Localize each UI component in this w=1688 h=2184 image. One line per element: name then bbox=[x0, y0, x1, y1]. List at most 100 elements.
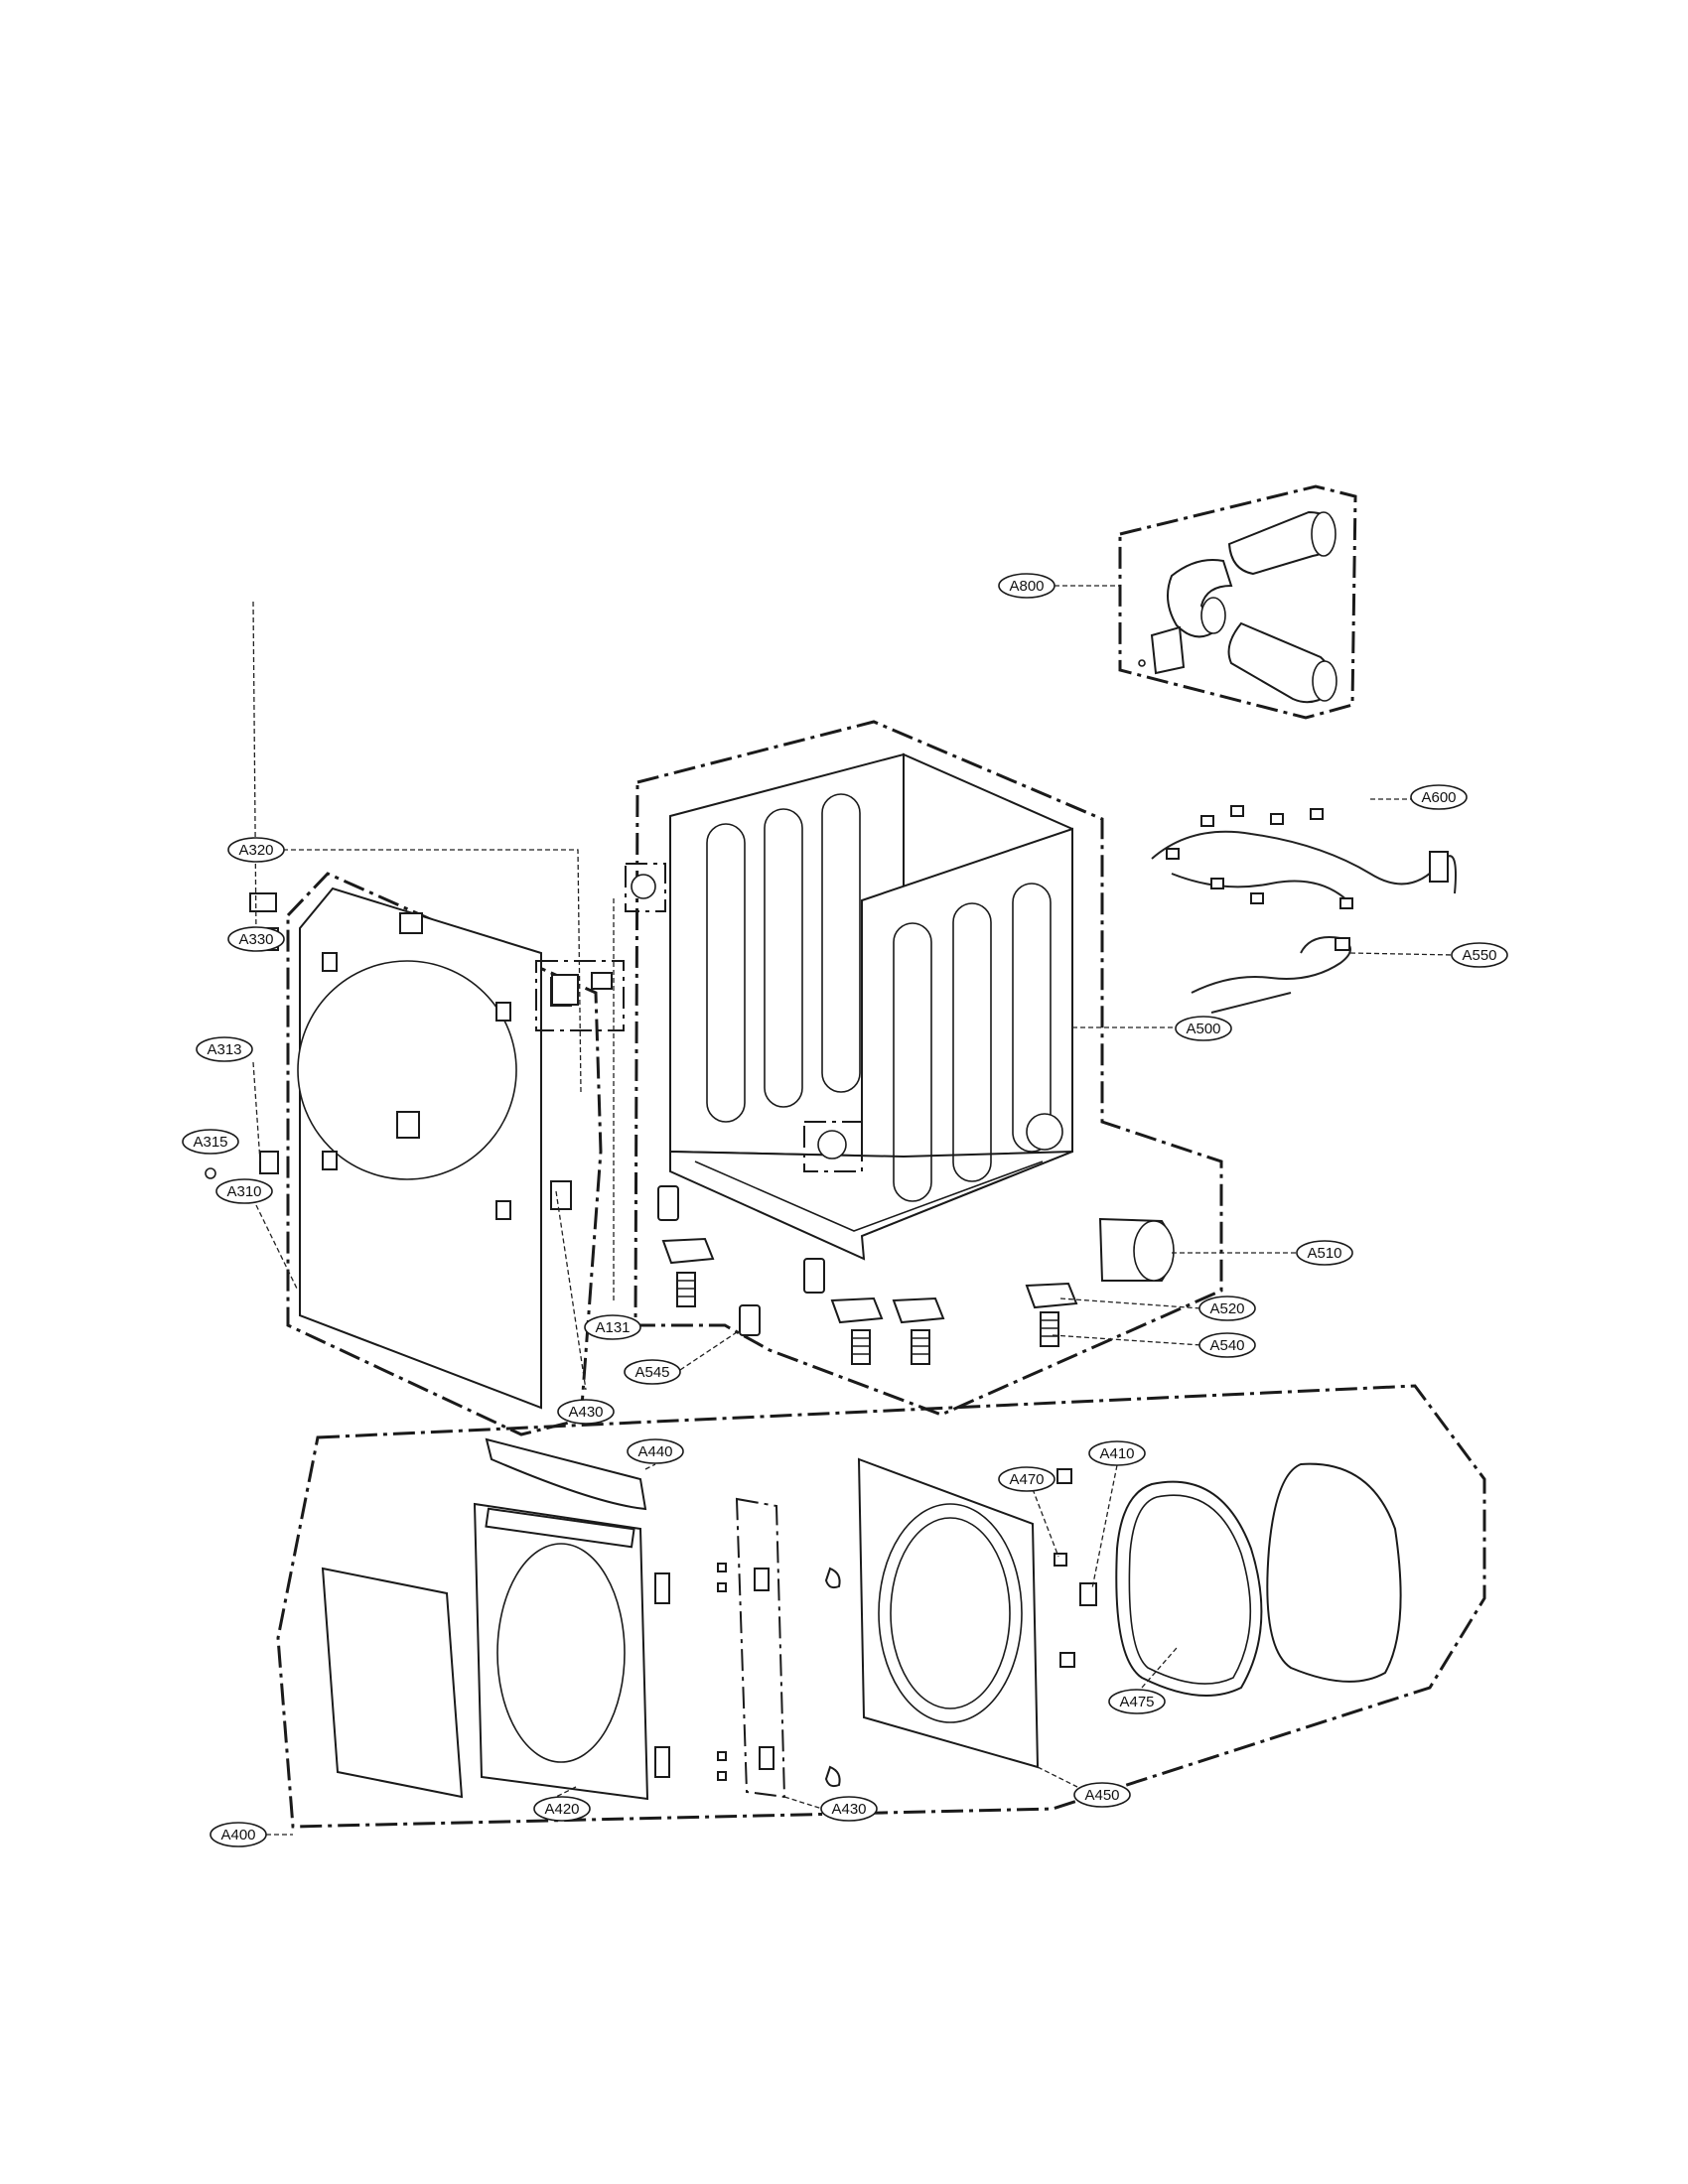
leader-a430-lower bbox=[783, 1796, 823, 1810]
harness-connectors bbox=[1166, 805, 1449, 909]
callout-a430-upper: A430 bbox=[557, 1399, 615, 1425]
door-handle-a440 bbox=[485, 1437, 647, 1511]
exhaust-duct-kit-group bbox=[1118, 484, 1357, 720]
bracket-screw bbox=[1138, 659, 1146, 667]
a430-lower-lower-clip bbox=[759, 1746, 774, 1770]
label-a600: A600 bbox=[1421, 789, 1456, 806]
door-gasket-inner bbox=[1128, 1494, 1252, 1685]
door-gasket-a475 bbox=[1115, 1480, 1263, 1697]
label-a315: A315 bbox=[193, 1134, 227, 1151]
callout-a470: A470 bbox=[998, 1466, 1055, 1492]
cabinet-ribs bbox=[706, 793, 1052, 1202]
label-a420: A420 bbox=[544, 1801, 579, 1818]
a131-part bbox=[631, 874, 656, 899]
leader-a440 bbox=[644, 1463, 656, 1470]
elbow-fitting bbox=[1167, 559, 1233, 638]
inner-door-clips bbox=[824, 1567, 841, 1788]
a470-clip-upper bbox=[1056, 1468, 1072, 1484]
leader-lines bbox=[252, 585, 1456, 1836]
callout-a550: A550 bbox=[1451, 942, 1508, 968]
inner-door-ring bbox=[878, 1503, 1023, 1723]
lower-duct-end bbox=[1312, 660, 1337, 702]
leader-a545 bbox=[679, 1329, 741, 1371]
main-wire-harness bbox=[1151, 830, 1457, 904]
front-panel-boundary bbox=[286, 872, 603, 1436]
leader-a550 bbox=[1349, 952, 1456, 956]
callout-a440: A440 bbox=[627, 1438, 684, 1464]
a470-clip bbox=[1054, 1553, 1067, 1567]
label-a475: A475 bbox=[1119, 1694, 1154, 1710]
front-panel-latch bbox=[396, 1111, 420, 1139]
leader-a420 bbox=[555, 1786, 577, 1798]
a315-screw bbox=[205, 1167, 216, 1179]
leader-a450 bbox=[1037, 1766, 1078, 1788]
leader-a320 bbox=[283, 849, 582, 1093]
callout-a131: A131 bbox=[584, 1314, 641, 1340]
leader-a520 bbox=[1059, 1297, 1202, 1309]
callout-a520: A520 bbox=[1198, 1296, 1256, 1321]
base-front-edge bbox=[694, 1160, 1044, 1232]
callout-a500: A500 bbox=[1175, 1016, 1232, 1041]
callout-labels: A800 A600 A550 A500 A510 A520 A540 A545 bbox=[182, 573, 1508, 1847]
a410-door-switch bbox=[1079, 1582, 1097, 1606]
door-hinge-pieces bbox=[654, 1563, 727, 1781]
door-group bbox=[276, 1384, 1486, 1829]
a800-boundary bbox=[1118, 484, 1357, 720]
duct-bracket bbox=[1150, 625, 1186, 675]
front-panel-top-bracket bbox=[399, 912, 423, 934]
callout-a313: A313 bbox=[196, 1036, 253, 1062]
leader-a470 bbox=[1032, 1488, 1059, 1558]
door-boundary bbox=[276, 1384, 1486, 1829]
label-a440: A440 bbox=[637, 1443, 672, 1460]
a131-callout-box bbox=[625, 863, 666, 912]
cabinet-base-frame bbox=[669, 1150, 1073, 1261]
secondary-wire-harness bbox=[1191, 936, 1351, 1014]
callout-a475: A475 bbox=[1108, 1689, 1166, 1714]
label-a131: A131 bbox=[595, 1319, 630, 1336]
a430-switch bbox=[551, 974, 579, 1006]
a430-lower-upper-clip bbox=[754, 1568, 770, 1591]
callout-a310: A310 bbox=[215, 1178, 273, 1204]
label-a330: A330 bbox=[238, 931, 273, 948]
cabinet-group bbox=[625, 720, 1223, 1417]
callout-a410: A410 bbox=[1088, 1440, 1146, 1466]
label-a410: A410 bbox=[1099, 1445, 1134, 1462]
door-seal-outline bbox=[1266, 1462, 1402, 1683]
callout-a430-lower: A430 bbox=[820, 1796, 878, 1822]
inner-component bbox=[817, 1130, 847, 1160]
callout-a800: A800 bbox=[998, 573, 1055, 599]
label-a313: A313 bbox=[207, 1041, 241, 1058]
leveling-foot-assemblies bbox=[657, 1185, 1078, 1365]
a313-hinge-lower bbox=[259, 1151, 279, 1174]
callout-a510: A510 bbox=[1296, 1240, 1353, 1266]
label-a800: A800 bbox=[1009, 578, 1044, 595]
callout-a315: A315 bbox=[182, 1129, 239, 1155]
label-a510: A510 bbox=[1307, 1245, 1341, 1262]
callout-a545: A545 bbox=[624, 1359, 681, 1385]
front-panel-group bbox=[205, 872, 625, 1436]
inner-door-ring-inner bbox=[890, 1517, 1011, 1709]
front-panel-door-opening bbox=[297, 960, 517, 1180]
a330-bracket bbox=[249, 892, 277, 912]
exhaust-opening bbox=[1026, 1113, 1063, 1151]
a470-clip-lower bbox=[1059, 1652, 1075, 1668]
label-a400: A400 bbox=[220, 1827, 255, 1843]
wire-harness-group bbox=[1151, 805, 1457, 1014]
leader-a310 bbox=[255, 1204, 299, 1292]
leader-a410 bbox=[1091, 1464, 1118, 1589]
callout-a400: A400 bbox=[210, 1822, 267, 1847]
callout-a600: A600 bbox=[1410, 784, 1468, 810]
exhaust-duct-a510-end bbox=[1133, 1220, 1175, 1282]
callout-a330: A330 bbox=[227, 926, 285, 952]
callout-a320: A320 bbox=[227, 837, 285, 863]
label-a540: A540 bbox=[1209, 1337, 1244, 1354]
door-glass bbox=[496, 1543, 626, 1763]
leader-a430-upper bbox=[555, 1190, 587, 1391]
callout-a420: A420 bbox=[533, 1796, 591, 1822]
leader-a540 bbox=[1052, 1334, 1202, 1346]
label-a320: A320 bbox=[238, 842, 273, 859]
label-a545: A545 bbox=[634, 1364, 669, 1381]
secondary-harness-plug bbox=[1335, 937, 1350, 951]
leader-a313 bbox=[252, 601, 261, 1162]
